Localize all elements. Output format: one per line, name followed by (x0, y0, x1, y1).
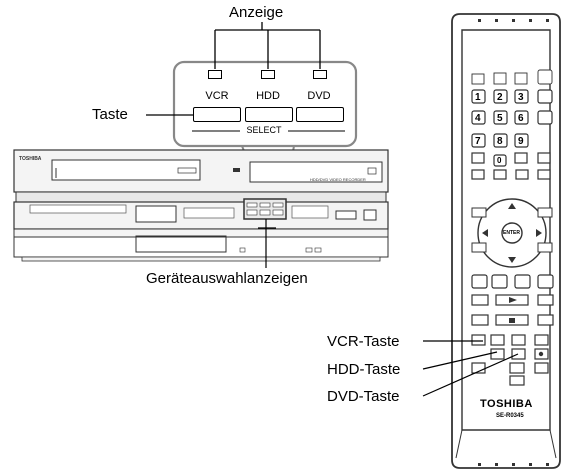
taste-label: Taste (92, 106, 128, 123)
geraeteauswahlanzeigen-label: Geräteauswahlanzeigen (146, 270, 308, 287)
dvd-indicator-lamp (313, 70, 327, 79)
vcr-indicator-lamp (208, 70, 222, 79)
anzeige-label: Anzeige (229, 4, 284, 21)
remote-key-9[interactable]: 9 (518, 136, 524, 147)
remote-enter-key[interactable]: ENTER (503, 230, 520, 236)
zoom-dvd-label: DVD (307, 90, 331, 102)
remote-key-3[interactable]: 3 (518, 92, 524, 103)
remote-brand-text: TOSHIBA (480, 398, 533, 410)
hdd-taste-label: HDD-Taste (327, 361, 401, 378)
remote-key-4[interactable]: 4 (475, 113, 481, 124)
select-bracket-label: SELECT (246, 125, 282, 135)
zoom-hdd-label: HDD (256, 90, 280, 102)
hdd-indicator-lamp (261, 70, 275, 79)
dvd-select-button[interactable] (296, 107, 344, 122)
svg-text:HDD/DVD VIDEO RECORDER: HDD/DVD VIDEO RECORDER (310, 177, 366, 182)
remote-key-7[interactable]: 7 (475, 136, 481, 147)
remote-key-5[interactable]: 5 (497, 113, 503, 124)
remote-control (422, 13, 561, 469)
remote-key-0[interactable]: 0 (497, 156, 502, 165)
remote-key-2[interactable]: 2 (497, 92, 503, 103)
vcr-taste-label: VCR-Taste (327, 333, 400, 350)
recorder-device: HDD/DVD VIDEO RECORDER (13, 149, 389, 268)
remote-key-6[interactable]: 6 (518, 113, 524, 124)
remote-model-text: SE-R0345 (496, 413, 524, 419)
zoom-callout-box (172, 60, 358, 148)
recorder-brand-text: TOSHIBA (19, 156, 42, 162)
remote-key-8[interactable]: 8 (497, 136, 503, 147)
remote-key-1[interactable]: 1 (475, 92, 481, 103)
vcr-select-button[interactable] (193, 107, 241, 122)
hdd-select-button[interactable] (245, 107, 293, 122)
zoom-vcr-label: VCR (205, 90, 229, 102)
dvd-taste-label: DVD-Taste (327, 388, 400, 405)
